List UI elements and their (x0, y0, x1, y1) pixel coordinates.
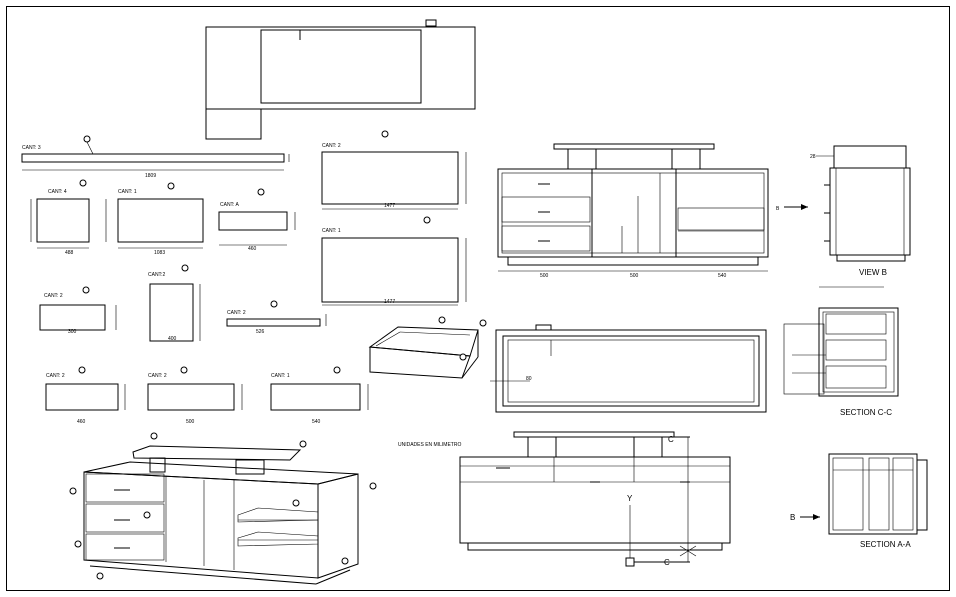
cant-label: CANT: 4 (48, 189, 67, 195)
part-cant2-small: CANT: 2 300 (39, 286, 117, 335)
dimension-label: 400 (168, 336, 177, 342)
view-b-side: VIEW B 28 (810, 145, 911, 277)
dimension-label: 1477 (384, 203, 395, 209)
part-long-board: CANT: 3 1809 (21, 135, 290, 179)
cant-label: CANT: 1 (271, 373, 290, 379)
view-label: VIEW B (859, 268, 887, 277)
units-label: UNIDADES EN MILIMETRO (398, 442, 461, 448)
cant-label: CANT:2 (148, 272, 165, 278)
part-panel-bottom: CANT: 1 1477 (321, 216, 467, 306)
dimension-label: 500 (540, 273, 549, 279)
dimension-label: 1809 (145, 173, 156, 179)
svg-text:80: 80 (526, 376, 532, 382)
view-b-marker: B (776, 204, 808, 212)
cant-label: CANT: 1 (322, 228, 341, 234)
section-marker: C (664, 558, 670, 567)
cant-label: CANT: 1 (118, 189, 137, 195)
svg-text:28: 28 (810, 154, 816, 160)
cant-label: CANT: A (220, 202, 240, 208)
drawing-border (6, 6, 950, 591)
drawer-isometric (368, 316, 487, 379)
section-label: SECTION C-C (840, 408, 892, 417)
part-cant2-bottom-left: CANT: 2 460 (45, 366, 126, 425)
front-elevation: 500 500 540 (497, 143, 769, 279)
part-cant1-a: CANT: 1 1083 (105, 182, 204, 256)
dimension-label: 500 (630, 273, 639, 279)
part-cant2-square: CANT:2 400 (148, 264, 201, 342)
cant-label: CANT: 2 (322, 143, 341, 149)
dimension-label: 526 (256, 329, 265, 335)
part-cant-a: CANT: A 460 (218, 188, 296, 252)
part-cant2-bottom-mid: CANT: 2 500 (147, 366, 243, 425)
part-panel-top: CANT: 2 1477 (321, 130, 467, 210)
dimension-label: 540 (312, 419, 321, 425)
cant-label: CANT: 2 (148, 373, 167, 379)
part-thin-shelf: CANT: 2 526 (226, 300, 327, 335)
isometric-view (69, 432, 377, 585)
view-marker: B (776, 206, 780, 212)
cant-label: CANT: 2 (46, 373, 65, 379)
top-plan-view (205, 19, 476, 140)
cant-label: CANT: 2 (44, 293, 63, 299)
dimension-label: 460 (77, 419, 86, 425)
section-a-a: B SECTION A-A (790, 453, 928, 549)
dimension-label: 1477 (384, 299, 395, 305)
dimension-label: 460 (248, 246, 257, 252)
axis-marker: Y (627, 494, 633, 503)
view-marker: B (790, 513, 795, 522)
part-cant4: CANT: 4 488 (30, 179, 90, 256)
dimension-label: 540 (718, 273, 727, 279)
section-label: SECTION A-A (860, 540, 911, 549)
dimension-label: 500 (186, 419, 195, 425)
cant-label: CANT: 2 (227, 310, 246, 316)
dimension-label: 488 (65, 250, 74, 256)
section-marker: C (668, 435, 674, 444)
front-view-bottom: UNIDADES EN MILIMETRO Y C C (398, 431, 731, 567)
dimension-label: 300 (68, 329, 77, 335)
plan-view-middle: 80 (490, 324, 767, 413)
part-cant1-bottom-right: CANT: 1 540 (270, 366, 369, 425)
section-c-c: SECTION C-C (783, 286, 899, 417)
dimension-label: 1083 (154, 250, 165, 256)
cant-label: CANT: 3 (22, 145, 41, 151)
